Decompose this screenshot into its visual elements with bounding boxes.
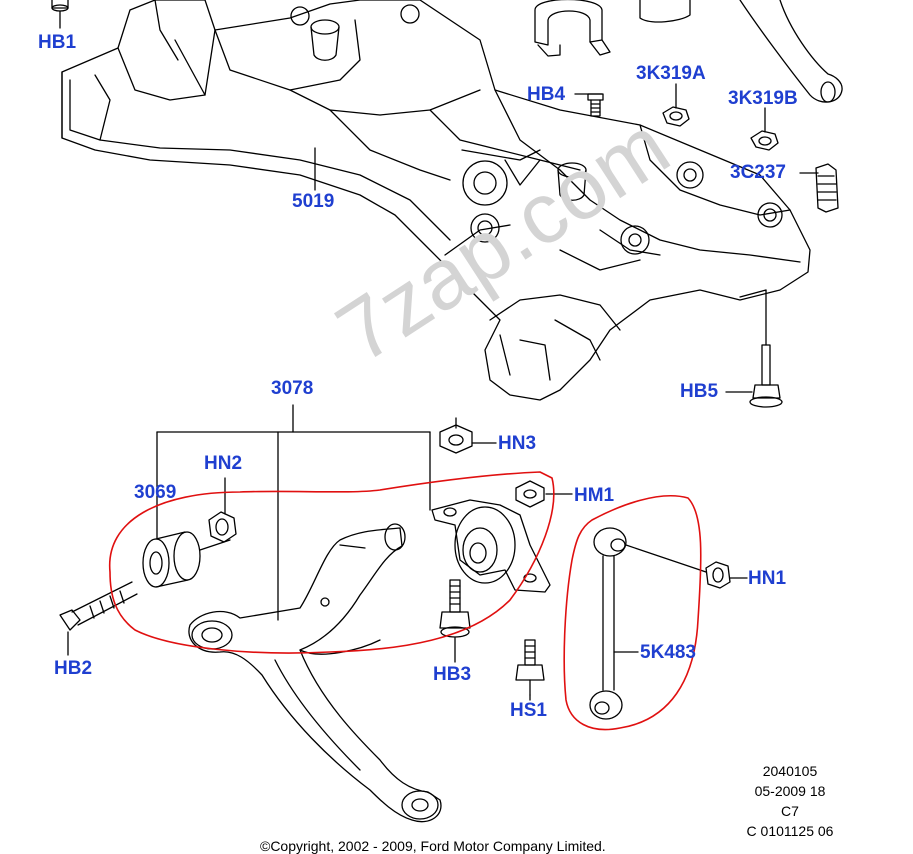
drawing-info-block: 2040105 05-2009 18 C7 C 0101125 06: [735, 764, 845, 838]
label-hb5[interactable]: HB5: [680, 381, 719, 402]
info-line-1: 2040105: [762, 763, 818, 779]
stabilizer-clamp: [534, 0, 611, 57]
label-hs1[interactable]: HS1: [510, 700, 547, 721]
label-hn2[interactable]: HN2: [204, 453, 243, 474]
copyright-text: ©Copyright, 2002 - 2009, Ford Motor Comp…: [260, 838, 606, 854]
nut-3k319a: [662, 106, 690, 127]
label-3069[interactable]: 3069: [134, 482, 177, 503]
info-line-2: 05-2009 18: [754, 783, 826, 799]
label-hm1[interactable]: HM1: [574, 485, 615, 506]
nut-hm1: [515, 480, 545, 508]
nut-hn2: [208, 511, 237, 543]
lower-control-arm: [188, 523, 442, 823]
info-line-3: C7: [781, 803, 799, 819]
bolt-hb1: [51, 0, 69, 29]
stabilizer-bar: [639, 0, 843, 103]
label-hb3[interactable]: HB3: [433, 664, 472, 685]
red-annotations: [109, 471, 702, 731]
nut-hn3: [439, 417, 473, 454]
nut-3k319b: [750, 130, 779, 151]
stabilizer-link-5k483: [589, 527, 707, 720]
label-hb4[interactable]: HB4: [527, 84, 566, 105]
bolt-hb3: [439, 579, 471, 638]
bolt-hb4: [587, 93, 604, 117]
label-3k319a[interactable]: 3K319A: [636, 63, 706, 84]
callout-3078-lines: [156, 404, 431, 621]
label-hn3[interactable]: HN3: [498, 433, 537, 454]
label-3c237[interactable]: 3C237: [730, 162, 786, 183]
bushing-3069: [142, 531, 231, 588]
nut-hn1: [705, 561, 731, 589]
rear-bushing-bracket: [431, 499, 551, 593]
leader-lines: [67, 83, 819, 701]
info-line-4: C 0101125 06: [746, 823, 834, 839]
clip-3c237: [815, 163, 839, 213]
bolt-hb5: [749, 344, 783, 408]
bolt-hs1: [515, 639, 545, 696]
label-5k483[interactable]: 5K483: [640, 642, 696, 663]
label-3078[interactable]: 3078: [271, 378, 314, 399]
bolt-hb2: [59, 581, 138, 631]
label-hb2[interactable]: HB2: [54, 658, 93, 679]
label-5019[interactable]: 5019: [292, 191, 335, 212]
label-hb1[interactable]: HB1: [38, 32, 77, 53]
subframe-5019: [61, 0, 811, 401]
label-3k319b[interactable]: 3K319B: [728, 88, 798, 109]
label-hn1[interactable]: HN1: [748, 568, 787, 589]
